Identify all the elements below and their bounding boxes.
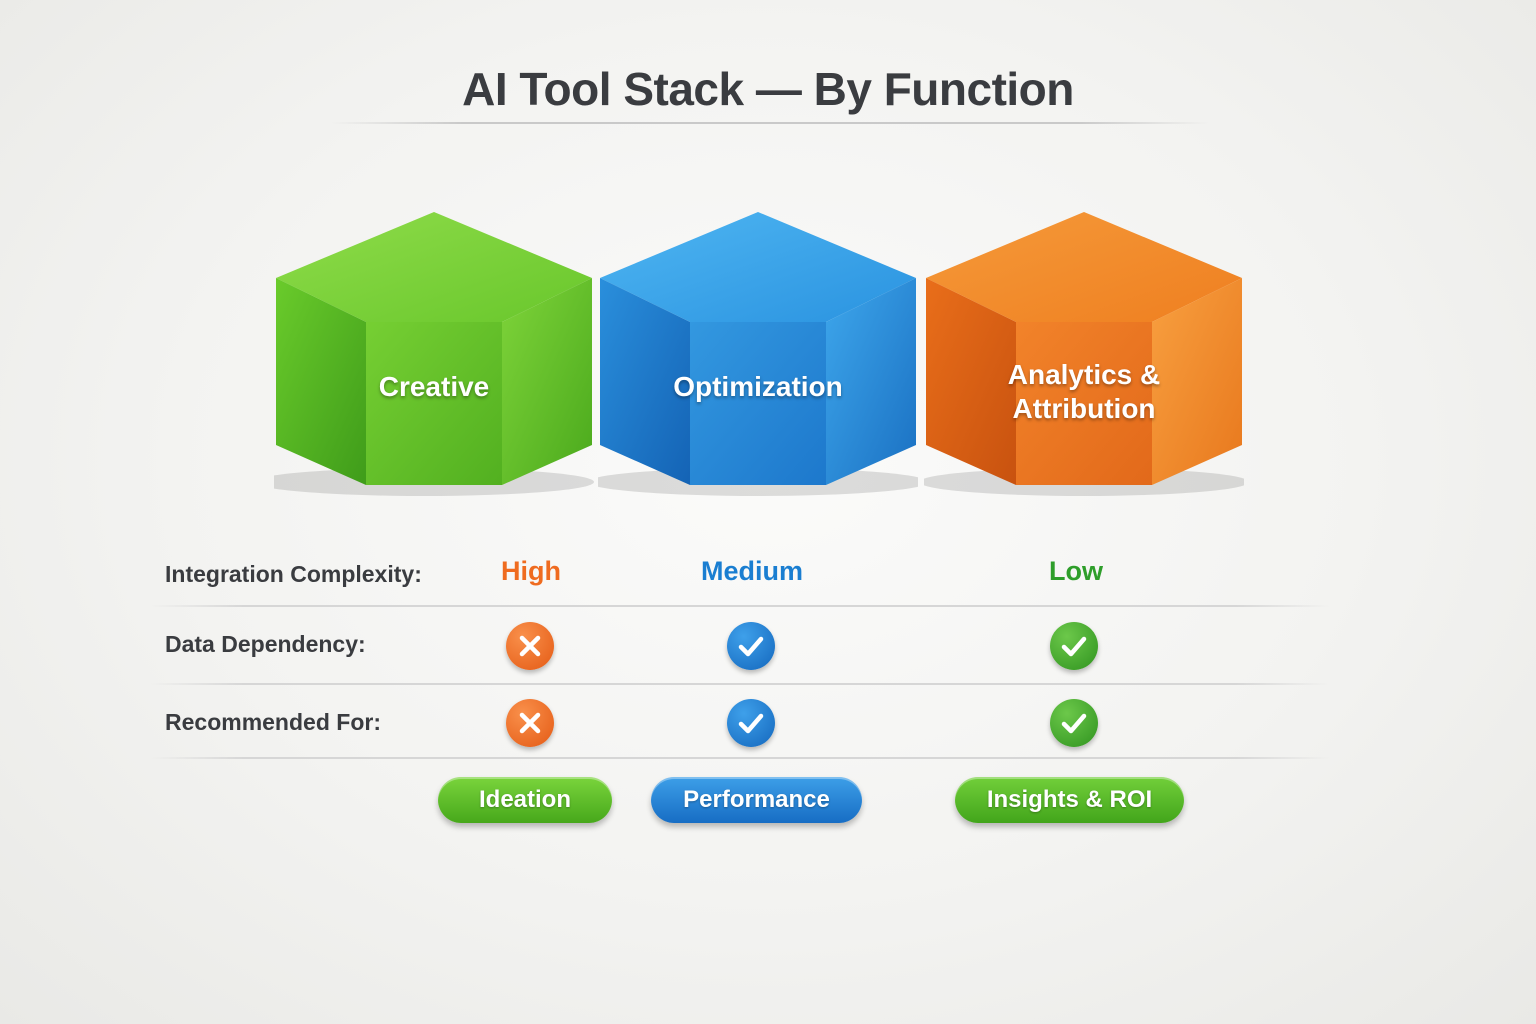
- cube-label-line: Optimization: [673, 371, 843, 402]
- complexity-value-optimization: Medium: [700, 556, 803, 586]
- check-circle-icon: [1050, 699, 1098, 747]
- row-label-recommended: Recommended For:: [165, 709, 381, 735]
- pill-ideation: Ideation: [438, 777, 612, 823]
- row-label-data-dependency: Data Dependency:: [165, 631, 366, 657]
- row-divider: [150, 683, 1330, 685]
- cube-label-line: Creative: [378, 371, 490, 402]
- cube-label-line: Attribution: [1012, 393, 1156, 424]
- pill-performance: Performance: [651, 777, 862, 823]
- row-label-complexity: Integration Complexity:: [165, 561, 422, 587]
- check-circle-icon: [727, 699, 775, 747]
- complexity-value-creative: High: [501, 556, 561, 586]
- cube-creative: Creative: [274, 210, 594, 500]
- cube-optimization-shape: [598, 212, 918, 496]
- pill-insights-roi: Insights & ROI: [955, 777, 1184, 823]
- title-divider: [330, 122, 1210, 124]
- row-divider: [150, 605, 1330, 607]
- x-circle-icon: [506, 622, 554, 670]
- cube-optimization: Optimization: [598, 210, 918, 500]
- check-circle-icon: [727, 622, 775, 670]
- x-circle-icon: [506, 699, 554, 747]
- cube-analytics-label: Analytics & Attribution: [924, 358, 1244, 426]
- cube-creative-label: Creative: [274, 370, 594, 404]
- cube-optimization-label: Optimization: [598, 370, 918, 404]
- row-divider: [150, 757, 1330, 759]
- check-circle-icon: [1050, 622, 1098, 670]
- page-title: AI Tool Stack — By Function: [462, 63, 1074, 115]
- complexity-value-analytics: Low: [1049, 556, 1103, 586]
- cube-creative-shape: [274, 212, 594, 496]
- cube-analytics: Analytics & Attribution: [924, 210, 1244, 500]
- cube-analytics-shape: [924, 212, 1244, 496]
- cube-label-line: Analytics &: [1007, 359, 1161, 390]
